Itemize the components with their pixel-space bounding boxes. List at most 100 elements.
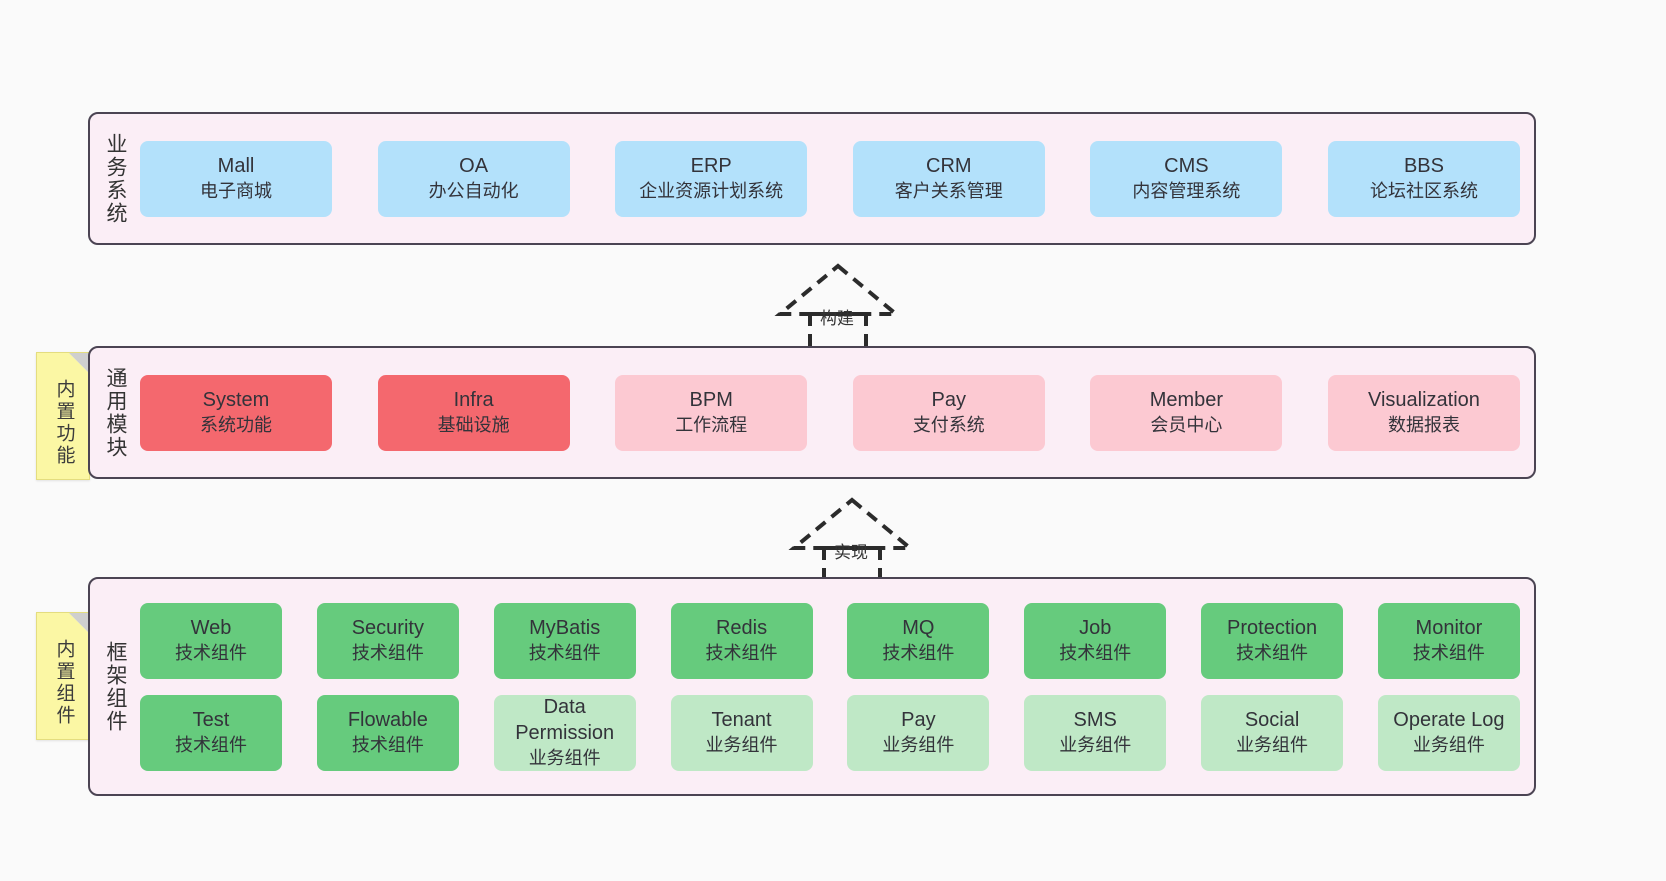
layer-label-business-systems: 业务系统: [90, 114, 140, 243]
card-subtitle: 技术组件: [175, 642, 247, 663]
card-test[interactable]: Test 技术组件: [140, 694, 282, 771]
card-subtitle: 企业资源计划系统: [639, 180, 784, 201]
card-flowable[interactable]: Flowable 技术组件: [316, 694, 459, 771]
card-oa[interactable]: OA 办公自动化: [377, 140, 570, 217]
card-mq[interactable]: MQ 技术组件: [847, 602, 990, 679]
card-subtitle: 业务组件: [705, 734, 778, 755]
connector-build: 构建: [748, 252, 928, 352]
card-title: Security: [351, 617, 424, 640]
card-title: Monitor: [1415, 617, 1483, 640]
card-bpm[interactable]: BPM 工作流程: [615, 374, 808, 451]
card-title: Data Permission: [515, 696, 615, 744]
card-subtitle: 技术组件: [1412, 642, 1485, 663]
card-title: SMS: [1073, 709, 1117, 732]
card-title: CMS: [1164, 155, 1209, 178]
card-title: Visualization: [1368, 389, 1480, 412]
card-subtitle: 内容管理系统: [1132, 180, 1241, 201]
card-title: Mall: [217, 155, 255, 178]
card-operate-log[interactable]: Operate Log 业务组件: [1377, 694, 1520, 771]
card-subtitle: 技术组件: [175, 734, 247, 755]
card-subtitle: 技术组件: [528, 642, 601, 663]
card-subtitle: 系统功能: [200, 414, 272, 435]
card-monitor[interactable]: Monitor 技术组件: [1377, 602, 1520, 679]
card-subtitle: 技术组件: [705, 642, 778, 663]
card-title: Pay: [901, 709, 936, 732]
card-web[interactable]: Web 技术组件: [140, 602, 282, 679]
card-system[interactable]: System 系统功能: [140, 374, 332, 451]
card-row: Mall 电子商城 OA 办公自动化 ERP 企业资源计划系统 CRM 客户关系…: [140, 140, 1520, 217]
layer-label-common-modules: 通用模块: [90, 348, 140, 477]
card-redis[interactable]: Redis 技术组件: [670, 602, 813, 679]
connector-implement-arrow: [788, 497, 916, 586]
card-tenant[interactable]: Tenant 业务组件: [670, 694, 813, 771]
card-pay[interactable]: Pay 支付系统: [852, 374, 1045, 451]
card-subtitle: 业务组件: [1059, 734, 1132, 755]
card-title: Test: [192, 709, 230, 732]
card-subtitle: 技术组件: [351, 734, 424, 755]
card-title: MyBatis: [529, 617, 601, 640]
sticky-fold-icon: [69, 613, 89, 633]
card-subtitle: 业务组件: [1236, 734, 1309, 755]
connector-implement-label: 实现: [834, 543, 868, 562]
layer-label-framework-components: 框架组件: [90, 579, 140, 794]
card-sms[interactable]: SMS 业务组件: [1024, 694, 1167, 771]
card-security[interactable]: Security 技术组件: [316, 602, 459, 679]
card-subtitle: 数据报表: [1387, 414, 1460, 435]
card-subtitle: 办公自动化: [428, 180, 519, 201]
card-protection[interactable]: Protection 技术组件: [1201, 602, 1344, 679]
card-cms[interactable]: CMS 内容管理系统: [1090, 140, 1283, 217]
layer-label-text: 业务系统: [104, 132, 128, 225]
card-title: Operate Log: [1393, 709, 1505, 732]
card-title: CRM: [926, 155, 972, 178]
layer-body-framework-components: Web 技术组件 Security 技术组件 MyBatis 技术组件 Redi…: [140, 579, 1534, 794]
card-subtitle: 业务组件: [882, 734, 955, 755]
card-subtitle: 业务组件: [528, 747, 601, 768]
card-title: ERP: [690, 155, 732, 178]
connector-build-label: 构建: [820, 309, 854, 328]
layer-body-common-modules: System 系统功能 Infra 基础设施 BPM 工作流程 Pay 支付系统…: [140, 348, 1534, 477]
card-mybatis[interactable]: MyBatis 技术组件: [493, 602, 636, 679]
card-subtitle: 客户关系管理: [894, 180, 1003, 201]
card-title: BPM: [689, 389, 733, 412]
card-data-permission[interactable]: Data Permission 业务组件: [493, 694, 636, 771]
card-member[interactable]: Member 会员中心: [1090, 374, 1283, 451]
card-title: BBS: [1403, 155, 1444, 178]
card-subtitle: 技术组件: [1059, 642, 1132, 663]
card-job[interactable]: Job 技术组件: [1024, 602, 1167, 679]
sticky-note-builtin-function: 内置功能: [36, 352, 90, 480]
card-title: Web: [190, 617, 232, 640]
sticky-fold-icon: [69, 353, 89, 373]
card-subtitle: 工作流程: [675, 414, 748, 435]
card-visualization[interactable]: Visualization 数据报表: [1327, 374, 1520, 451]
card-row: Test 技术组件 Flowable 技术组件 Data Permission …: [140, 694, 1520, 771]
card-social[interactable]: Social 业务组件: [1201, 694, 1344, 771]
sticky-note-text: 内置组件: [53, 639, 75, 727]
layer-label-text: 框架组件: [104, 640, 128, 733]
card-subtitle: 技术组件: [1236, 642, 1309, 663]
layer-business-systems: 业务系统 Mall 电子商城 OA 办公自动化 ERP 企业资源计划系统 CRM: [88, 112, 1536, 245]
card-row: System 系统功能 Infra 基础设施 BPM 工作流程 Pay 支付系统…: [140, 374, 1520, 451]
card-title: Protection: [1227, 617, 1318, 640]
card-title: Pay: [931, 389, 967, 412]
layer-framework-components: 框架组件 Web 技术组件 Security 技术组件 MyBatis 技术组件…: [88, 577, 1536, 796]
sticky-note-text: 内置功能: [53, 379, 75, 467]
card-subtitle: 基础设施: [437, 414, 510, 435]
card-title: System: [202, 389, 270, 412]
card-mall[interactable]: Mall 电子商城: [140, 140, 332, 217]
card-pay-business[interactable]: Pay 业务组件: [847, 694, 990, 771]
card-subtitle: 会员中心: [1150, 414, 1223, 435]
card-bbs[interactable]: BBS 论坛社区系统: [1327, 140, 1520, 217]
card-title: Infra: [453, 389, 494, 412]
connector-build-arrow: [774, 263, 902, 352]
card-title: OA: [459, 155, 489, 178]
card-crm[interactable]: CRM 客户关系管理: [852, 140, 1045, 217]
card-subtitle: 支付系统: [912, 414, 985, 435]
card-subtitle: 论坛社区系统: [1369, 180, 1478, 201]
card-erp[interactable]: ERP 企业资源计划系统: [615, 140, 808, 217]
card-row: Web 技术组件 Security 技术组件 MyBatis 技术组件 Redi…: [140, 602, 1520, 679]
card-title: Job: [1079, 617, 1112, 640]
card-title: Redis: [715, 617, 768, 640]
layer-body-business-systems: Mall 电子商城 OA 办公自动化 ERP 企业资源计划系统 CRM 客户关系…: [140, 114, 1534, 243]
card-infra[interactable]: Infra 基础设施: [377, 374, 570, 451]
